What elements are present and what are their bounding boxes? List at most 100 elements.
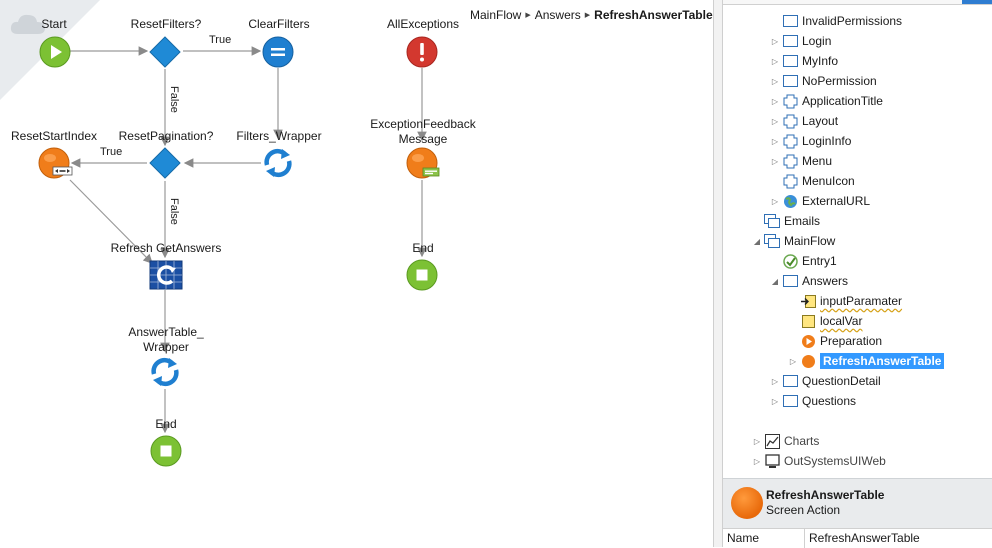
end-node[interactable] <box>406 259 438 291</box>
tree-item[interactable]: ▷ ExternalURL <box>770 192 870 210</box>
entry-icon <box>782 253 798 269</box>
exception-handler-node[interactable] <box>406 36 438 68</box>
tree-item[interactable]: ◢ MainFlow <box>752 232 835 250</box>
filters-wrapper-label: Filters_Wrapper <box>236 129 322 143</box>
edge-label-true: True <box>209 34 232 46</box>
tree-item-selected[interactable]: ▷ RefreshAnswerTable <box>788 352 945 370</box>
tree-item[interactable]: ◢ Answers <box>770 272 848 290</box>
collapse-arrow-icon[interactable]: ◢ <box>753 236 761 246</box>
tree-item[interactable]: ▷ Questions <box>770 392 856 410</box>
expand-arrow-icon[interactable]: ▷ <box>753 456 761 466</box>
answer-table-wrapper-refresh-node[interactable] <box>148 356 182 388</box>
tree-item-label: Questions <box>802 394 857 408</box>
tree-item[interactable]: localVar <box>788 312 862 330</box>
tree-item-label: Entry1 <box>802 254 837 268</box>
tree-item-label: Layout <box>802 114 839 128</box>
expand-arrow-icon[interactable]: ▷ <box>771 96 779 106</box>
tree-item[interactable]: ▷ Login <box>770 32 831 50</box>
reset-start-index-node[interactable] <box>38 147 74 181</box>
tree-item[interactable]: InvalidPermissions <box>770 12 902 30</box>
expand-arrow-icon[interactable]: ▷ <box>789 356 797 366</box>
flow-canvas[interactable]: Start ResetFilters? ClearFilters AllExce… <box>0 0 722 547</box>
clear-filters-label: ClearFilters <box>248 17 310 31</box>
filters-wrapper-refresh-node[interactable] <box>261 147 295 179</box>
tree-item[interactable]: Preparation <box>788 332 882 350</box>
edge-label-false: False <box>168 86 180 113</box>
tree-item-label: inputParamater <box>820 294 903 308</box>
tree-item[interactable]: MenuIcon <box>770 172 855 190</box>
tree-item-label: LoginInfo <box>802 134 852 148</box>
tree-item[interactable]: ▷ Charts <box>752 432 819 450</box>
feedback-message-node[interactable] <box>406 147 442 181</box>
properties-element-name: RefreshAnswerTable <box>766 488 885 502</box>
tree-item[interactable]: ▷ QuestionDetail <box>770 372 881 390</box>
preparation-icon <box>800 333 816 349</box>
tree-item[interactable]: Emails <box>752 212 820 230</box>
expand-arrow-icon[interactable]: ▷ <box>771 136 779 146</box>
refresh-get-answers-label: Refresh GetAnswers <box>110 241 222 255</box>
chart-icon <box>764 433 780 449</box>
chevron-right-icon: ▶ <box>584 12 591 19</box>
expand-arrow-icon[interactable]: ▷ <box>771 36 779 46</box>
collapse-arrow-icon[interactable]: ◢ <box>771 276 779 286</box>
tree-item[interactable]: ▷ OutSystemsUIWeb <box>752 452 886 470</box>
tree-item-label: InvalidPermissions <box>802 14 903 28</box>
flow-icon <box>764 233 780 249</box>
block-icon <box>782 173 798 189</box>
reset-filters-label: ResetFilters? <box>130 17 202 31</box>
breadcrumb-item[interactable]: Answers <box>534 8 581 22</box>
reset-pagination-decision[interactable] <box>149 147 181 179</box>
property-value[interactable]: RefreshAnswerTable <box>809 531 920 545</box>
tree-item[interactable]: ▷ Menu <box>770 152 832 170</box>
expand-arrow-icon[interactable]: ▷ <box>771 116 779 126</box>
screen-icon <box>782 273 798 289</box>
properties-header: RefreshAnswerTable Screen Action <box>723 478 992 528</box>
properties-element-type: Screen Action <box>766 503 841 517</box>
module-icon <box>764 453 780 469</box>
block-icon <box>782 93 798 109</box>
screen-icon <box>782 13 798 29</box>
block-icon <box>782 133 798 149</box>
local-var-icon <box>800 313 816 329</box>
tree-item[interactable]: ▷ MyInfo <box>770 52 838 70</box>
screen-action-icon <box>800 353 816 369</box>
input-param-icon <box>800 293 816 309</box>
exception-feedback-label: ExceptionFeedback Message <box>370 117 476 146</box>
property-key: Name <box>727 531 760 545</box>
globe-icon <box>782 193 798 209</box>
start-node[interactable] <box>39 36 71 68</box>
expand-arrow-icon[interactable]: ▷ <box>771 76 779 86</box>
tree-item[interactable]: ▷ ApplicationTitle <box>770 92 883 110</box>
expand-arrow-icon[interactable]: ▷ <box>771 376 779 386</box>
breadcrumb-item[interactable]: MainFlow <box>470 8 522 22</box>
properties-row[interactable]: Name RefreshAnswerTable <box>723 528 992 548</box>
expand-arrow-icon[interactable]: ▷ <box>753 436 761 446</box>
panel-splitter[interactable] <box>713 0 723 547</box>
tree-item-label: Charts <box>784 434 820 448</box>
tree-item-label: OutSystemsUIWeb <box>784 454 886 468</box>
screen-icon <box>782 393 798 409</box>
breadcrumb: MainFlow ▶ Answers ▶ RefreshAnswerTable <box>466 6 717 24</box>
chevron-right-icon: ▶ <box>525 12 531 19</box>
flow-connectors <box>69 46 427 434</box>
start-label: Start <box>41 17 67 31</box>
tree-item[interactable]: ▷ LoginInfo <box>770 132 851 150</box>
reset-filters-decision[interactable] <box>149 36 181 68</box>
tree-item[interactable]: inputParamater <box>788 292 902 310</box>
tree-item-label: Answers <box>802 274 849 288</box>
reset-start-index-label: ResetStartIndex <box>10 129 98 143</box>
tree-item[interactable]: ▷ Layout <box>770 112 838 130</box>
expand-arrow-icon[interactable]: ▷ <box>771 396 779 406</box>
refresh-data-node[interactable] <box>149 259 183 291</box>
end-node[interactable] <box>150 435 182 467</box>
expand-arrow-icon[interactable]: ▷ <box>771 56 779 66</box>
screen-action-icon <box>731 487 763 519</box>
expand-arrow-icon[interactable]: ▷ <box>771 156 779 166</box>
tree-item[interactable]: Entry1 <box>770 252 837 270</box>
tree-item[interactable]: ▷ NoPermission <box>770 72 877 90</box>
elements-tree[interactable]: InvalidPermissions ▷ Login ▷ MyInfo ▷ No… <box>723 0 992 478</box>
expand-arrow-icon[interactable]: ▷ <box>771 196 779 206</box>
screen-icon <box>782 373 798 389</box>
clear-filters-assign-node[interactable] <box>262 36 294 68</box>
end-label: End <box>412 241 434 255</box>
